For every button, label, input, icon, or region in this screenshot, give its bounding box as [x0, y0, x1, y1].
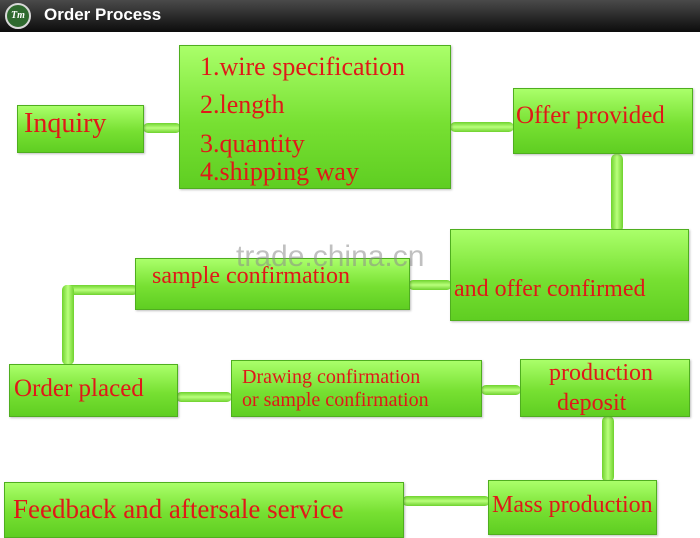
connector-left-down — [62, 285, 74, 365]
feedback-label: Feedback and aftersale service — [13, 494, 344, 524]
drawing-confirmation-box: Drawing confirmation or sample confirmat… — [231, 360, 482, 417]
drawing-line2: or sample confirmation — [242, 389, 429, 411]
connector-offer-confirmed — [611, 154, 623, 232]
header-bar: Tm Order Process — [0, 0, 700, 32]
offer-provided-box: Offer provided — [513, 88, 693, 154]
inquiry-box: Inquiry — [17, 105, 144, 153]
spec-quantity: 3.quantity — [200, 129, 305, 158]
order-placed-box: Order placed — [9, 364, 178, 417]
drawing-line1: Drawing confirmation — [242, 366, 421, 388]
spec-length: 2.length — [200, 90, 285, 119]
connector-confirmed-sample — [408, 280, 452, 290]
mass-production-label: Mass production — [492, 492, 653, 518]
connector-mass-feedback — [402, 496, 490, 506]
connector-inquiry-specs — [143, 123, 181, 133]
order-placed-label: Order placed — [14, 375, 144, 402]
page-title: Order Process — [44, 5, 162, 24]
connector-sample-left — [62, 285, 138, 295]
sample-confirmation-label: sample confirmation — [152, 263, 350, 289]
connector-order-drawing — [176, 392, 232, 402]
inquiry-label: Inquiry — [24, 108, 107, 139]
connector-production-mass — [602, 416, 614, 482]
offer-provided-label: Offer provided — [516, 102, 665, 129]
production-line2: deposit — [557, 390, 627, 416]
feedback-box: Feedback and aftersale service — [4, 482, 404, 538]
specs-box: 1.wire specification 2.length 3.quantity… — [179, 45, 451, 189]
spec-wire: 1.wire specification — [200, 52, 406, 81]
connector-drawing-production — [481, 385, 521, 395]
watermark: trade.china.cn — [236, 240, 425, 273]
spec-shipping: 4.shipping way — [200, 157, 359, 186]
offer-confirmed-box: and offer confirmed — [450, 229, 689, 321]
connector-specs-offer — [450, 122, 514, 132]
production-deposit-box: production deposit — [520, 359, 690, 417]
production-line1: production — [549, 360, 653, 386]
sample-confirmation-box: sample confirmation — [135, 258, 410, 310]
logo-icon: Tm — [5, 3, 31, 29]
mass-production-box: Mass production — [488, 480, 657, 535]
offer-confirmed-label: and offer confirmed — [454, 276, 646, 302]
